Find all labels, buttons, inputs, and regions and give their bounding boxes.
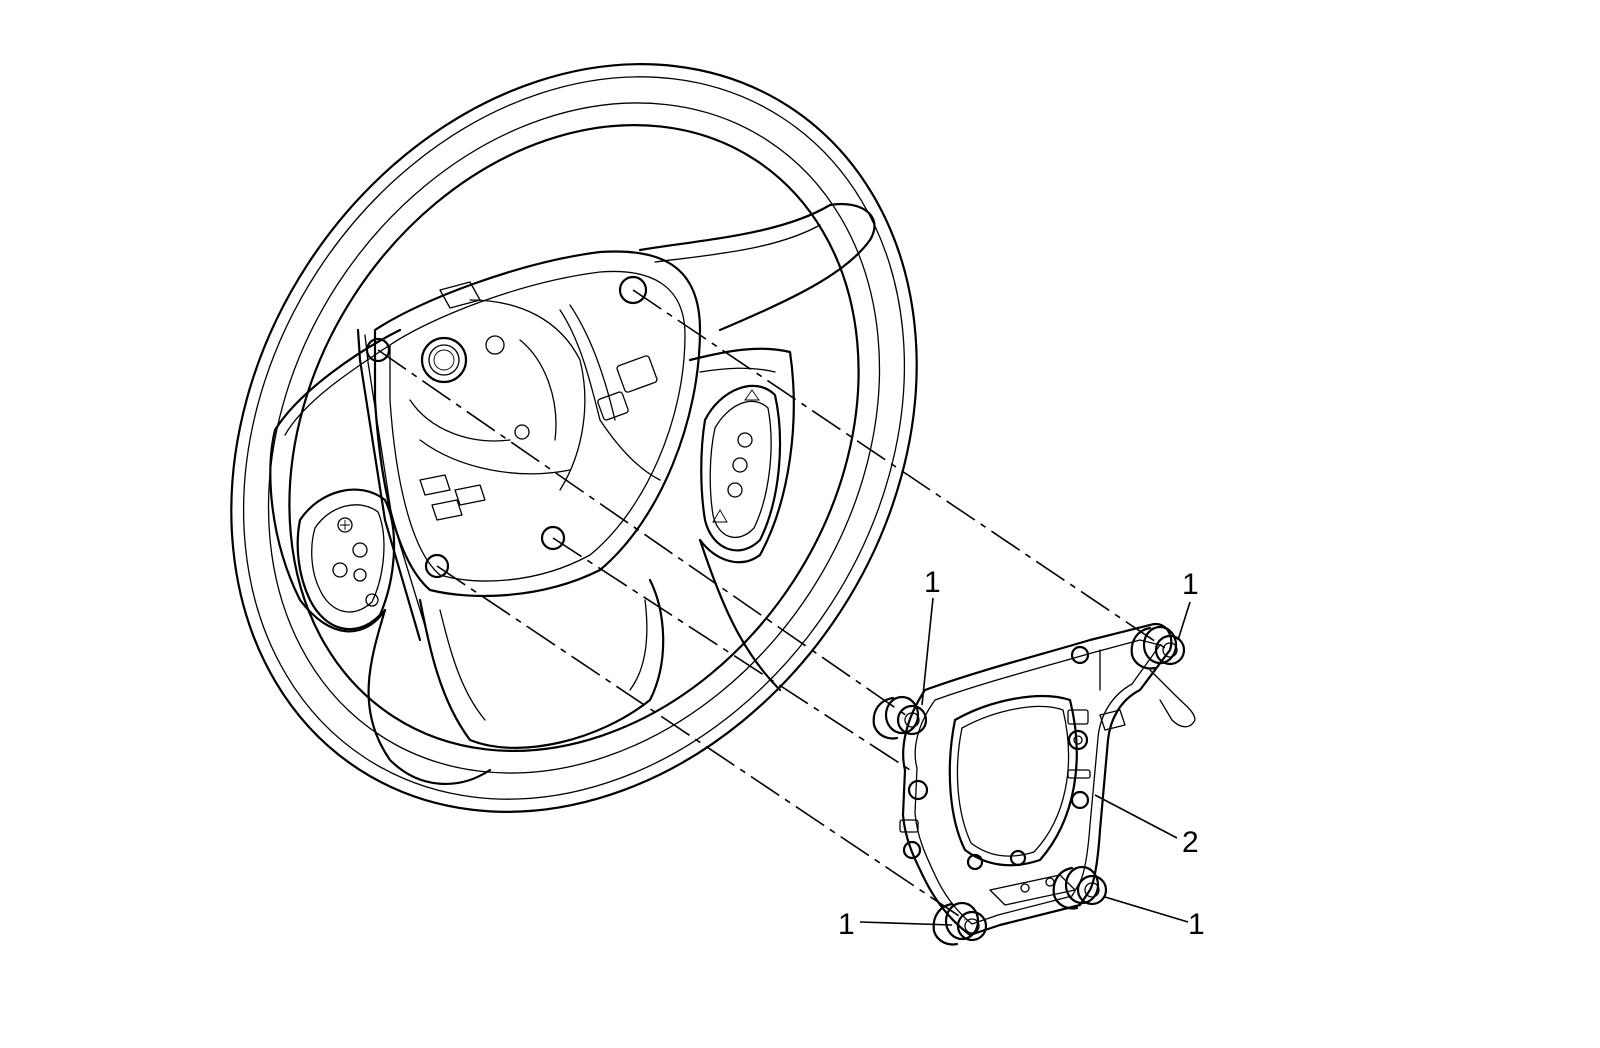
switch-button-plus-icon <box>337 517 353 533</box>
dampener-assembly-upper-left <box>872 695 928 740</box>
dampener-assembly-lower-right <box>1052 865 1108 910</box>
callout-1-upper-left: 1 <box>924 566 941 599</box>
left-steering-switch-pod <box>296 488 396 631</box>
switch-button-up-arrow-icon <box>744 389 760 401</box>
steering-wheel-hub <box>356 250 702 642</box>
steering-wheel-spokes <box>269 202 876 786</box>
mount-hole-lower-left <box>424 553 450 579</box>
callout-1-lower-left: 1 <box>838 908 855 941</box>
wiring-harness <box>559 304 661 481</box>
mount-hole-upper-right <box>618 275 648 305</box>
callout-2-bracket: 2 <box>1182 826 1199 859</box>
dampener-assembly-lower-left <box>932 901 988 946</box>
callout-1-lower-right: 1 <box>1188 908 1205 941</box>
callout-1-upper-right: 1 <box>1182 568 1199 601</box>
steering-wheel <box>230 63 918 813</box>
dampener-mounting-bracket <box>899 622 1196 937</box>
bracket-center-opening <box>948 694 1078 867</box>
steering-shaft-spline <box>420 336 468 384</box>
dampener-assembly-upper-right <box>1130 625 1186 670</box>
mount-hole-lower-right <box>540 525 566 551</box>
alignment-center-lines <box>377 289 1169 921</box>
callout-leaders <box>859 597 1191 926</box>
switch-button-down-arrow-icon <box>712 509 728 523</box>
right-steering-switch-pod <box>700 384 782 552</box>
steering-wheel-rim <box>230 63 918 813</box>
